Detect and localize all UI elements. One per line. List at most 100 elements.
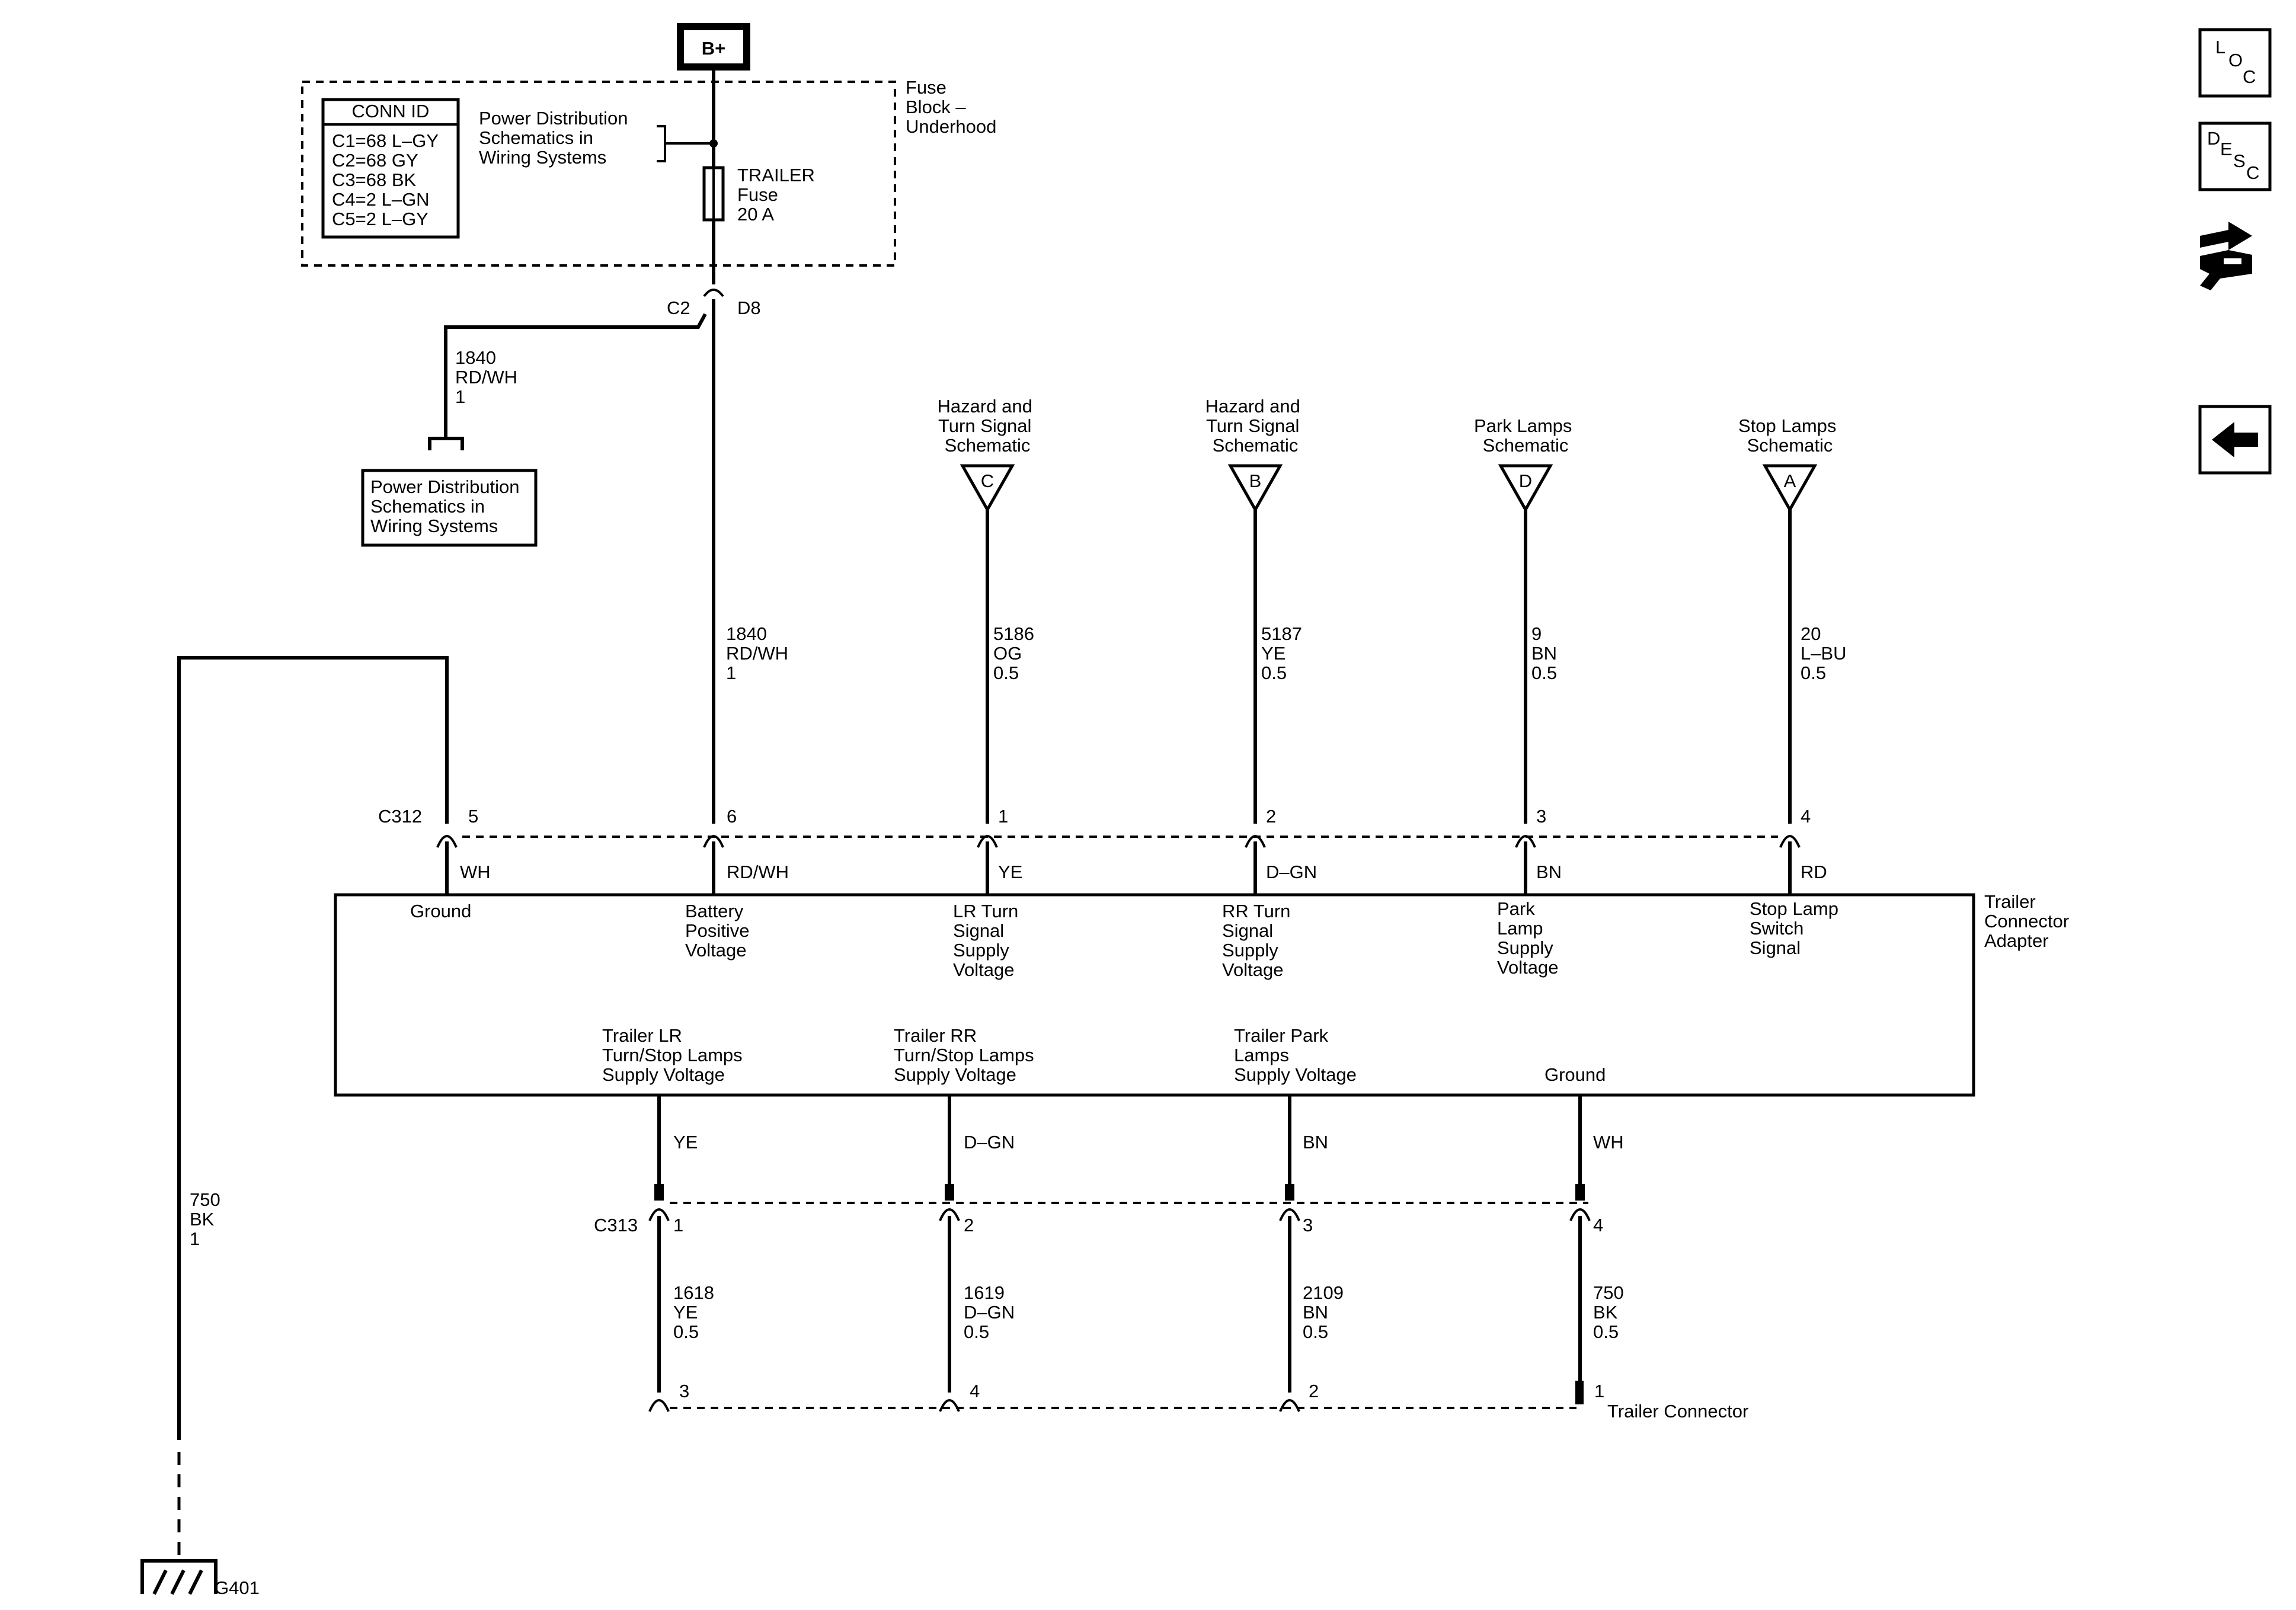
svg-text:BN: BN — [1303, 1132, 1328, 1153]
connector-tool-icon[interactable] — [2200, 222, 2252, 290]
arrow-left-icon — [2212, 422, 2258, 457]
wire-2109-label: 2109 BN 0.5 — [1303, 1282, 1349, 1342]
trailer-fuse: TRAILER Fuse 20 A — [702, 165, 820, 225]
svg-text:C: C — [2246, 162, 2259, 183]
func-trailer-lr: Trailer LR Turn/Stop Lamps Supply Voltag… — [602, 1025, 747, 1085]
func-trailer-park: Trailer Park Lamps Supply Voltage — [1234, 1025, 1357, 1085]
c312-pin-5: 5 WH — [436, 806, 491, 895]
func-stop-lamp: Stop Lamp Switch Signal — [1750, 898, 1844, 958]
fuse-block-underhood: Fuse Block – Underhood — [301, 77, 996, 267]
svg-text:4: 4 — [1801, 806, 1811, 827]
connector-c2-d8: C2 D8 — [667, 289, 761, 318]
svg-text:2: 2 — [1309, 1381, 1319, 1401]
svg-text:Stop Lamps Schematic: Stop Lamps Schematic — [1738, 415, 1841, 456]
svg-text:B: B — [1249, 470, 1262, 491]
svg-text:1: 1 — [1594, 1381, 1604, 1401]
ref-a-stop-lamps: Stop Lamps Schematic A — [1738, 415, 1841, 513]
svg-text:Trailer Connector: Trailer Connector — [1607, 1401, 1748, 1422]
c312-pin-1: 1 YE — [977, 806, 1022, 895]
trailer-connector: 3 4 2 1 Trailer Connector — [648, 1381, 1748, 1422]
ref-c-hazard-turn: Hazard and Turn Signal Schematic C — [938, 396, 1038, 513]
svg-text:D–GN: D–GN — [1266, 862, 1317, 882]
ground-wire-label: 750 BK 1 — [190, 1189, 225, 1249]
svg-text:3: 3 — [1303, 1215, 1313, 1235]
loc-button[interactable]: L O C — [2198, 28, 2272, 98]
svg-text:D–GN: D–GN — [964, 1132, 1015, 1153]
trailer-connector-adapter: Trailer Connector Adapter Ground Battery… — [334, 891, 2074, 1097]
ref-b-hazard-turn: Hazard and Turn Signal Schematic B — [1205, 396, 1300, 513]
wire-9-label: 9 BN 0.5 — [1531, 623, 1562, 683]
ref-d-park-lamps: Park Lamps Schematic D — [1474, 415, 1577, 513]
c312-pin-4: 4 RD — [1779, 806, 1827, 895]
conn-id-list: C1=68 L–GY C2=68 GY C3=68 BK C4=2 L–GN C… — [332, 130, 443, 229]
c312-pin-6: 6 RD/WH — [703, 806, 789, 895]
svg-text:S: S — [2233, 151, 2246, 171]
pds-reference-box: Power Distribution Schematics in Wiring … — [361, 469, 538, 547]
connector-c313: C313 YE 1 D–GN 2 BN 3 — [594, 1095, 1624, 1393]
c312-pin-2: 2 D–GN — [1245, 806, 1317, 895]
func-lr-turn: LR Turn Signal Supply Voltage — [953, 901, 1024, 980]
svg-text:Trailer Connector: Trailer Connector Adapter — [1984, 891, 2074, 951]
svg-text:C313: C313 — [594, 1215, 638, 1235]
c313-pin-3: BN 3 — [1279, 1095, 1328, 1393]
svg-text:5: 5 — [468, 806, 478, 827]
svg-text:4: 4 — [970, 1381, 980, 1401]
func-park-lamp: Park Lamp Supply Voltage — [1497, 898, 1558, 978]
wire-1618-label: 1618 YE 0.5 — [673, 1282, 720, 1342]
svg-text:D8: D8 — [737, 297, 761, 318]
battery-label: B+ — [702, 38, 726, 59]
battery-supply: B+ — [677, 23, 750, 71]
svg-text:RD: RD — [1801, 862, 1827, 882]
wire-1619-label: 1619 D–GN 0.5 — [964, 1282, 1020, 1342]
wire-750-label: 750 BK 0.5 — [1593, 1282, 1629, 1342]
back-arrow-button[interactable] — [2198, 405, 2272, 475]
svg-text:3: 3 — [1536, 806, 1546, 827]
c313-pin-4: WH 4 — [1569, 1095, 1624, 1393]
svg-text:Power Distribution Schem: Power Distribution Schematics in Wiring … — [479, 108, 633, 168]
svg-text:1: 1 — [673, 1215, 683, 1235]
svg-text:BN: BN — [1536, 862, 1562, 882]
svg-text:C312: C312 — [378, 806, 422, 827]
svg-text:C2: C2 — [667, 297, 690, 318]
connector-c312: C312 5 WH 6 RD/WH 1 YE 2 D–GN 3 — [378, 806, 1827, 895]
func-battery: Battery Positive Voltage — [685, 901, 754, 961]
svg-text:TRAILER Fuse 20 A: TRAILER Fuse 20 A — [737, 165, 820, 225]
svg-text:WH: WH — [1593, 1132, 1624, 1153]
conn-id-box: CONN ID C1=68 L–GY C2=68 GY C3=68 BK C4=… — [321, 98, 460, 239]
svg-text:6: 6 — [727, 806, 737, 827]
wire-20-label: 20 L–BU 0.5 — [1801, 623, 1851, 683]
c312-pin-3: 3 BN — [1515, 806, 1562, 895]
svg-text:C: C — [2243, 66, 2256, 87]
c313-pin-1: YE 1 — [648, 1095, 698, 1393]
svg-text:RD/WH: RD/WH — [727, 862, 789, 882]
pds-reference-fuse-block: Power Distribution Schematics in Wiring … — [479, 108, 718, 168]
svg-text:2: 2 — [1266, 806, 1276, 827]
svg-text:A: A — [1784, 470, 1796, 491]
svg-text:4: 4 — [1593, 1215, 1603, 1235]
svg-text:D: D — [2207, 128, 2220, 149]
svg-text:Hazard and Turn Signal: Hazard and Turn Signal Schematic — [938, 396, 1038, 456]
svg-text:G401: G401 — [215, 1577, 260, 1598]
conn-id-title: CONN ID — [352, 101, 430, 121]
svg-text:YE: YE — [673, 1132, 698, 1153]
func-rr-turn: RR Turn Signal Supply Voltage — [1222, 901, 1296, 980]
svg-text:WH: WH — [460, 862, 491, 882]
svg-text:L: L — [2215, 37, 2225, 57]
svg-text:C: C — [981, 470, 994, 491]
svg-text:Park Lamps Schematic: Park Lamps Schematic — [1474, 415, 1577, 456]
svg-text:O: O — [2228, 50, 2243, 71]
svg-text:1: 1 — [998, 806, 1008, 827]
desc-button[interactable]: D E S C — [2198, 121, 2272, 191]
svg-text:D: D — [1519, 470, 1532, 491]
svg-text:3: 3 — [679, 1381, 689, 1401]
branch-wire-label: 1840 RD/WH 1 — [455, 347, 523, 407]
wire-5187-label: 5187 YE 0.5 — [1261, 623, 1307, 683]
svg-text:YE: YE — [998, 862, 1022, 882]
svg-text:E: E — [2220, 139, 2233, 159]
svg-text:2: 2 — [964, 1215, 974, 1235]
func-ground-bottom: Ground — [1544, 1064, 1606, 1085]
ground-g401: G401 — [140, 1559, 260, 1598]
c313-pin-2: D–GN 2 — [939, 1095, 1015, 1393]
svg-text:Power Distribution Schem: Power Distribution Schematics in Wiring … — [370, 476, 525, 536]
